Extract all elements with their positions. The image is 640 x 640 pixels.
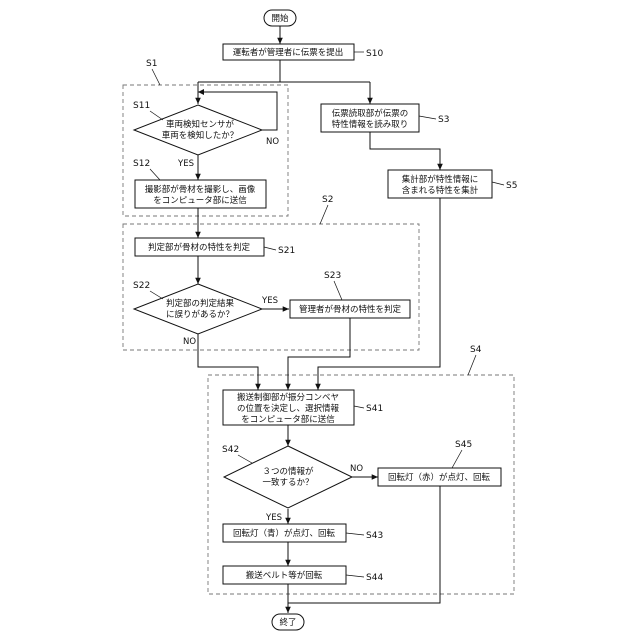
- group-leader-s2: [320, 205, 328, 224]
- step-s5: 集計部が特性情報に 含まれる特性を集計 S5: [388, 170, 517, 198]
- arrow-s3-to-s5: [370, 132, 440, 170]
- s42-text-1: ３つの情報が: [262, 466, 314, 477]
- s45-text: 回転灯（赤）が点灯、回転: [388, 472, 491, 483]
- s41-text-2: の位置を決定し、選択情報: [237, 403, 340, 414]
- s5-text-1: 集計部が特性情報に: [402, 174, 479, 185]
- s12-text-1: 撮影部が骨材を撮影し、画像: [145, 184, 256, 195]
- s41-text-3: をコンピュータ部に送信: [241, 414, 335, 425]
- group-leader-s4: [468, 355, 476, 375]
- s44-id: S44: [366, 573, 383, 583]
- label-s42-no: NO: [350, 464, 363, 474]
- s45-id: S45: [455, 440, 472, 450]
- start-terminal: 開始: [264, 10, 296, 26]
- s3-text-2: 特性情報を読み取り: [332, 119, 409, 130]
- step-s45: 回転灯（赤）が点灯、回転 S45: [378, 440, 501, 486]
- end-label: 終了: [279, 617, 296, 628]
- s11-text-1: 車両検知センサが: [166, 119, 235, 130]
- s43-text: 回転灯（青）が点灯、回転: [233, 528, 336, 539]
- group-leader-s1: [152, 69, 160, 85]
- s44-text: 搬送ベルト等が回転: [246, 570, 323, 581]
- arrow-s23-to-s41: [288, 318, 350, 390]
- s3-id: S3: [438, 115, 449, 125]
- label-s42-yes: YES: [265, 513, 282, 523]
- step-s23: 管理者が骨材の特性を判定 S23: [290, 271, 410, 318]
- group-label-s1: S1: [146, 59, 157, 69]
- s10-text: 運転者が管理者に伝票を提出: [233, 47, 344, 58]
- label-s11-yes: YES: [177, 159, 194, 169]
- s5-text-2: 含まれる特性を集計: [402, 185, 479, 196]
- s5-id: S5: [506, 181, 517, 191]
- s10-id: S10: [366, 49, 383, 59]
- end-terminal: 終了: [272, 614, 304, 630]
- s12-text-2: をコンピュータ部に送信: [153, 195, 247, 206]
- s23-id: S23: [324, 271, 341, 281]
- s22-id: S22: [133, 281, 150, 291]
- s41-text-1: 搬送制御部が振分コンベヤ: [237, 392, 339, 403]
- decision-s42: ３つの情報が 一致するか？ S42: [222, 445, 352, 508]
- decision-s11: 車両検知センサが 車両を検知したか？ S11: [133, 101, 262, 155]
- label-s22-no: NO: [183, 337, 196, 347]
- start-label: 開始: [271, 13, 289, 24]
- group-label-s2: S2: [322, 195, 333, 205]
- label-s22-yes: YES: [261, 296, 278, 306]
- step-s3: 伝票読取部が伝票の 特性情報を読み取り S3: [321, 104, 449, 132]
- step-s43: 回転灯（青）が点灯、回転 S43: [223, 524, 383, 542]
- s42-text-2: 一致するか？: [262, 477, 313, 488]
- s3-text-1: 伝票読取部が伝票の: [332, 108, 409, 119]
- s22-text-1: 判定部の判定結果: [166, 298, 235, 309]
- arrow-s5-to-s41: [318, 198, 440, 390]
- step-s41: 搬送制御部が振分コンベヤ の位置を決定し、選択情報 をコンピュータ部に送信 S4…: [223, 390, 383, 425]
- s22-text-2: に誤りがあるか？: [166, 309, 234, 320]
- step-s10: 運転者が管理者に伝票を提出 S10: [223, 44, 383, 60]
- arrow-s45-to-end: [288, 486, 440, 603]
- group-label-s4: S4: [470, 345, 482, 355]
- s12-id: S12: [133, 159, 150, 169]
- s11-id: S11: [133, 101, 150, 111]
- step-s21: 判定部が骨材の特性を判定 S21: [135, 238, 295, 256]
- step-s12: 撮影部が骨材を撮影し、画像 をコンピュータ部に送信 S12: [133, 159, 266, 208]
- s23-text: 管理者が骨材の特性を判定: [299, 304, 402, 315]
- label-s11-no: NO: [266, 137, 279, 147]
- s21-id: S21: [278, 246, 295, 256]
- s43-id: S43: [366, 531, 383, 541]
- arrow-s22-no-to-s41: [198, 334, 258, 390]
- s42-id: S42: [222, 445, 239, 455]
- s41-id: S41: [366, 404, 383, 414]
- s21-text: 判定部が骨材の特性を判定: [148, 242, 251, 253]
- decision-s22: 判定部の判定結果 に誤りがあるか？ S22: [133, 281, 262, 334]
- s11-text-2: 車両を検知したか？: [162, 130, 239, 141]
- loop-arrowhead: [198, 89, 204, 95]
- step-s44: 搬送ベルト等が回転 S44: [223, 566, 383, 584]
